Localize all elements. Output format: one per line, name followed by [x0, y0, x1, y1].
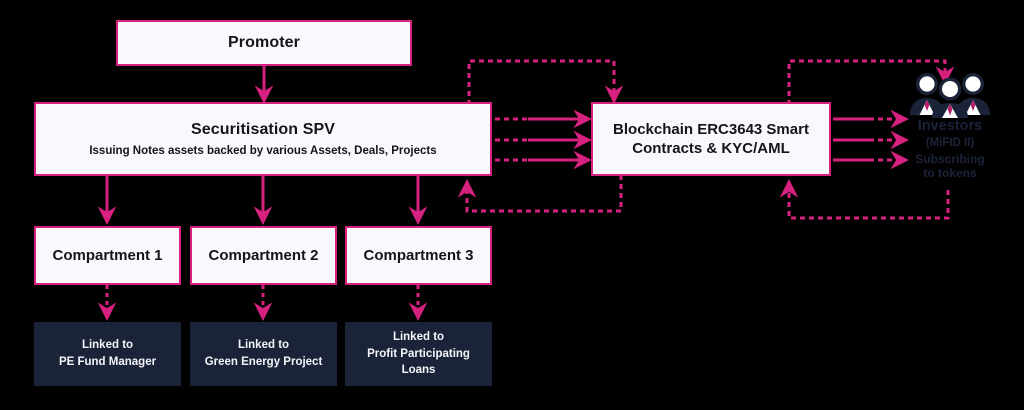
investors-regulation: (MiFID II) [925, 136, 975, 149]
node-linked-green-energy-project[interactable]: Linked to Green Energy Project [190, 322, 337, 386]
node-linked-pe-fund-manager[interactable]: Linked to PE Fund Manager [34, 322, 181, 386]
node-securitisation-spv[interactable]: Securitisation SPV Issuing Notes assets … [34, 102, 492, 176]
linked-1-line-2: PE Fund Manager [58, 356, 157, 368]
connector-spv-top-to-blockchain-top [467, 59, 624, 105]
node-blockchain-smart-contracts[interactable]: Blockchain ERC3643 Smart Contracts & KYC… [591, 102, 831, 176]
linked-2-line-1: Linked to [237, 339, 290, 352]
investors-action-line-2: to tokens [923, 166, 977, 181]
node-investors[interactable]: Investors (MiFID II) Subscribing to toke… [902, 70, 998, 181]
investors-name: Investors [917, 118, 983, 134]
node-compartment-1[interactable]: Compartment 1 [34, 226, 181, 285]
investors-action-line-1: Subscribing [915, 151, 985, 166]
blockchain-line-2: Contracts & KYC/AML [632, 140, 790, 157]
blockchain-line-1: Blockchain ERC3643 Smart [613, 120, 809, 138]
node-compartment-3[interactable]: Compartment 3 [345, 226, 492, 285]
compartment-2-label: Compartment 2 [208, 246, 319, 264]
node-promoter[interactable]: Promoter [116, 20, 412, 66]
compartment-3-label: Compartment 3 [363, 246, 474, 264]
linked-3-line-1: Linked to [392, 330, 445, 343]
linked-2-line-2: Green Energy Project [204, 356, 323, 368]
spv-subtitle: Issuing Notes assets backed by various A… [89, 144, 437, 157]
compartment-1-label: Compartment 1 [52, 246, 163, 264]
node-compartment-2[interactable]: Compartment 2 [190, 226, 337, 285]
people-group-icon [910, 73, 990, 118]
linked-3-line-2: Profit Participating [367, 347, 470, 360]
spv-title: Securitisation SPV [190, 120, 336, 138]
promoter-label: Promoter [228, 34, 300, 51]
connector-investors-back-to-blockchain [779, 178, 950, 220]
linked-3-line-3: Loans [401, 364, 436, 377]
linked-1-line-1: Linked to [81, 339, 134, 352]
node-linked-profit-participating-loans[interactable]: Linked to Profit Participating Loans [345, 322, 492, 386]
connector-blockchain-back-to-spv [457, 175, 623, 213]
